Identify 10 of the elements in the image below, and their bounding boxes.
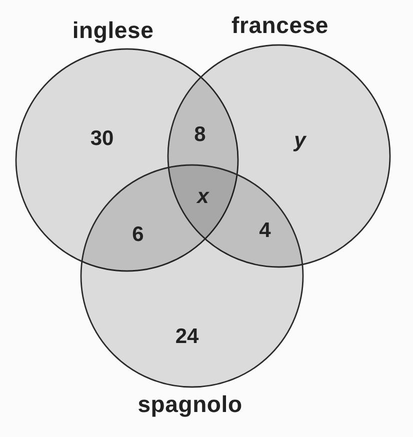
region-value: y — [294, 130, 306, 152]
set-label: inglese — [72, 17, 154, 43]
region-value: 4 — [259, 220, 271, 242]
set-label: spagnolo — [138, 391, 242, 417]
region-value: 6 — [132, 224, 144, 246]
set-label: francese — [231, 12, 329, 38]
region-value: x — [197, 186, 209, 208]
region-value: 24 — [175, 326, 199, 348]
region-value: 8 — [194, 124, 206, 146]
region-value: 30 — [90, 128, 114, 150]
